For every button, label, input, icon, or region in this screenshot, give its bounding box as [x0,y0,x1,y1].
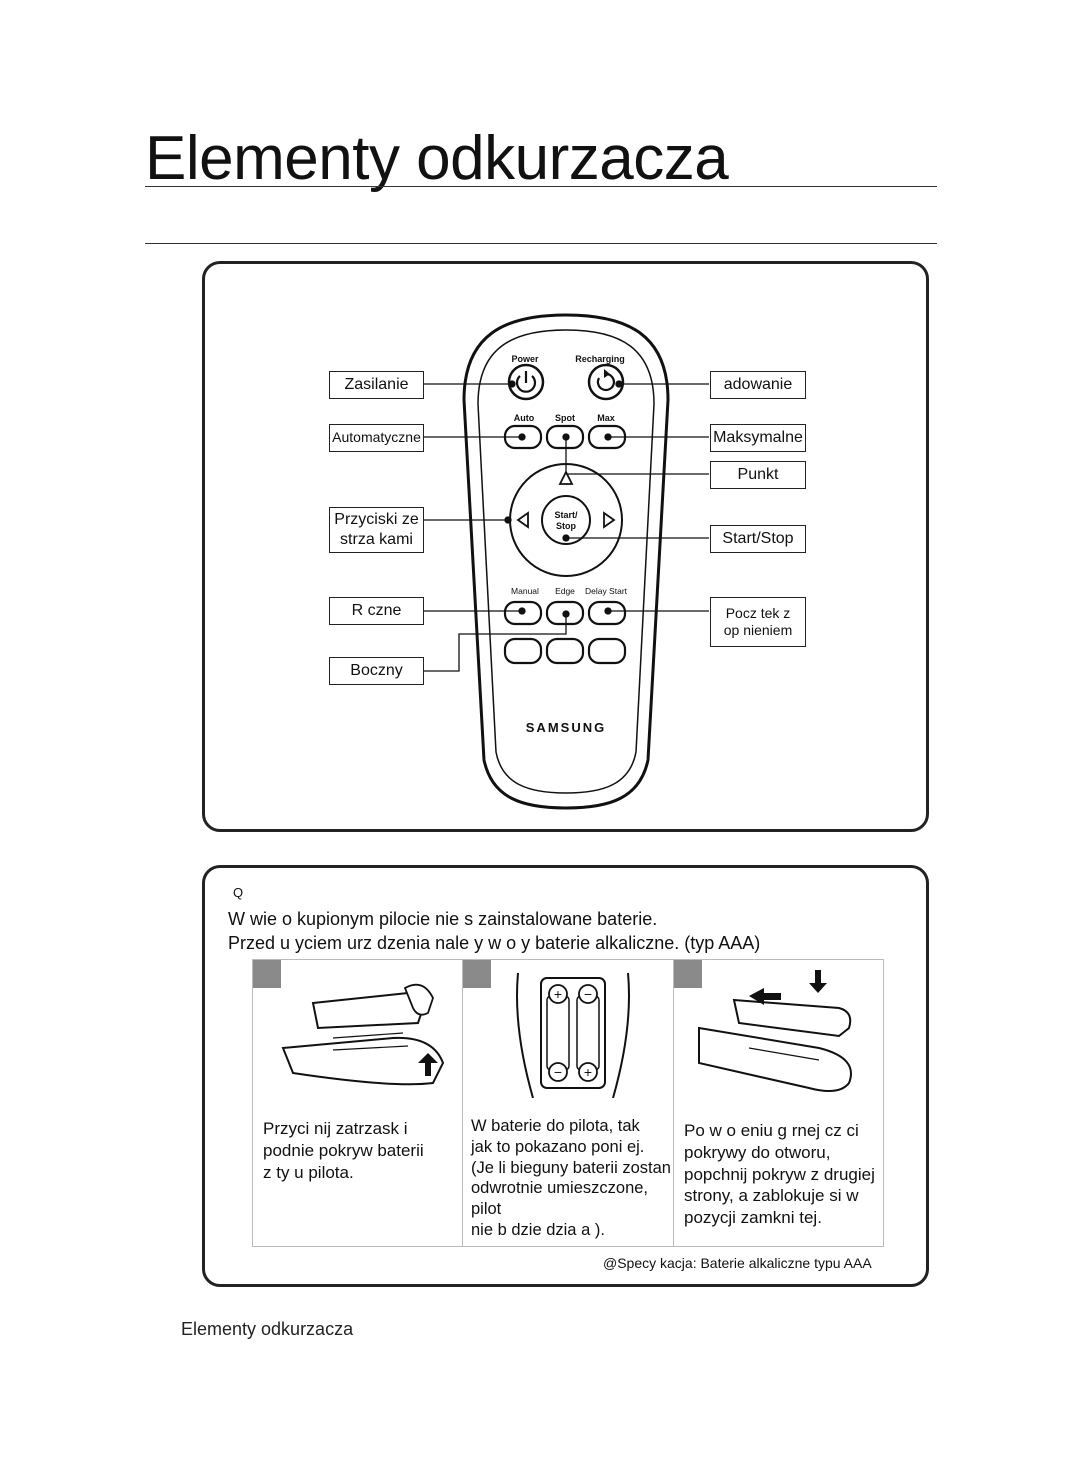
battery-note-line1: W wie o kupionym pilocie nie s zainstalo… [228,909,658,929]
step-2-line: W baterie do pilota, tak [471,1117,640,1135]
label-przyciski: Przyciski ze strza kami [329,507,424,553]
label-zasilanie: Zasilanie [329,371,424,399]
step-2: + − − + W baterie do pilota, tak jak to … [463,960,674,1246]
spot-text: Spot [555,413,575,423]
max-text: Max [597,413,615,423]
battery-steps: Przyci nij zatrzask i podnie pokryw bate… [252,959,884,1247]
svg-text:−: − [584,986,592,1002]
step-2-line: odwrotnie umieszczone, pilot [471,1179,649,1219]
arrow-up-icon [558,469,574,485]
step-3-line: pozycji zamkni tej. [684,1208,822,1227]
step-1-line: podnie pokryw baterii [263,1140,424,1160]
recharging-text: Recharging [575,354,625,364]
step-1-line: z ty u pilota. [263,1162,354,1182]
section-divider [145,243,937,244]
step-2-line: nie b dzie dzia a ). [471,1220,605,1239]
power-icon [515,375,537,393]
step-2-line: (Je li bieguny baterii zostan [471,1158,671,1177]
label-ladowanie: adowanie [710,371,806,399]
close-cover-illustration [698,970,852,1093]
step-1-text: Przyci nij zatrzask i podnie pokryw bate… [263,1118,424,1183]
manual-text: Manual [511,586,539,596]
label-maksymalne: Maksymalne [710,424,806,452]
step-1-line: Przyci nij zatrzask i [263,1119,408,1138]
blank-button-1 [503,637,543,665]
step-3: Po w o eniu g rnej cz ci pokrywy do otwo… [674,960,883,1246]
arrow-left-icon [516,511,529,529]
label-reczne: R czne [329,597,424,625]
step-3-text: Po w o eniu g rnej cz ci pokrywy do otwo… [684,1120,875,1229]
recharging-icon [596,372,615,392]
open-cover-illustration [281,983,445,1086]
page-title: Elementy odkurzacza [145,124,729,193]
step-1: Przyci nij zatrzask i podnie pokryw bate… [253,960,463,1246]
label-punkt: Punkt [710,461,806,489]
delay-start-text: Delay Start [585,586,628,596]
label-boczny: Boczny [329,657,424,685]
step-3-line: popchnij pokryw z drugiej [684,1164,875,1184]
step-3-line: Po w o eniu g rnej cz ci [684,1121,859,1140]
label-automatyczne: Automatyczne [329,424,424,452]
insert-batteries-illustration: + − − + [516,972,630,1098]
recharging-button [587,363,625,401]
svg-text:+: + [584,1064,592,1080]
label-przyciski-line1: Przyciski ze [334,511,419,528]
auto-text: Auto [514,413,535,423]
step-3-line: strony, a zablokuje si w [684,1186,859,1206]
arrow-right-icon [603,511,616,529]
blank-button-3 [587,637,627,665]
title-underline [145,186,937,187]
edge-text: Edge [555,586,575,596]
blank-button-2 [545,637,585,665]
label-przyciski-line2: strza kami [340,531,413,548]
battery-note-line2: Przed u yciem urz dzenia nale y w o y ba… [228,933,761,953]
battery-heading-icon: Q [233,885,244,900]
remote-inner-body [477,329,655,794]
remote-diagram: Power Recharging Auto Spot Max Start/ St… [423,313,709,810]
battery-spec: @Specy kacja: Baterie alkaliczne typu AA… [603,1255,872,1271]
label-opoznienie-line2: op nieniem [723,622,793,638]
step-2-text: W baterie do pilota, tak jak to pokazano… [471,1116,673,1241]
leader-lines [423,380,709,672]
stop-text: Stop [556,521,576,531]
step-number-marker [463,960,491,988]
samsung-logo: SAMSUNG [526,720,606,735]
step-3-line: pokrywy do otworu, [684,1142,831,1162]
start-text: Start/ [554,510,578,520]
power-text: Power [511,354,539,364]
footer-section-label: Elementy odkurzacza [181,1319,354,1339]
start-stop-button [541,495,591,545]
step-number-marker [674,960,702,988]
svg-text:−: − [554,1064,562,1080]
label-opoznienie: Pocz tek z op nieniem [710,597,806,647]
label-start-stop: Start/Stop [710,525,806,553]
step-2-line: jak to pokazano poni ej. [471,1137,645,1156]
svg-text:+: + [554,986,562,1002]
step-number-marker [253,960,281,988]
label-opoznienie-line1: Pocz tek z [725,604,791,621]
